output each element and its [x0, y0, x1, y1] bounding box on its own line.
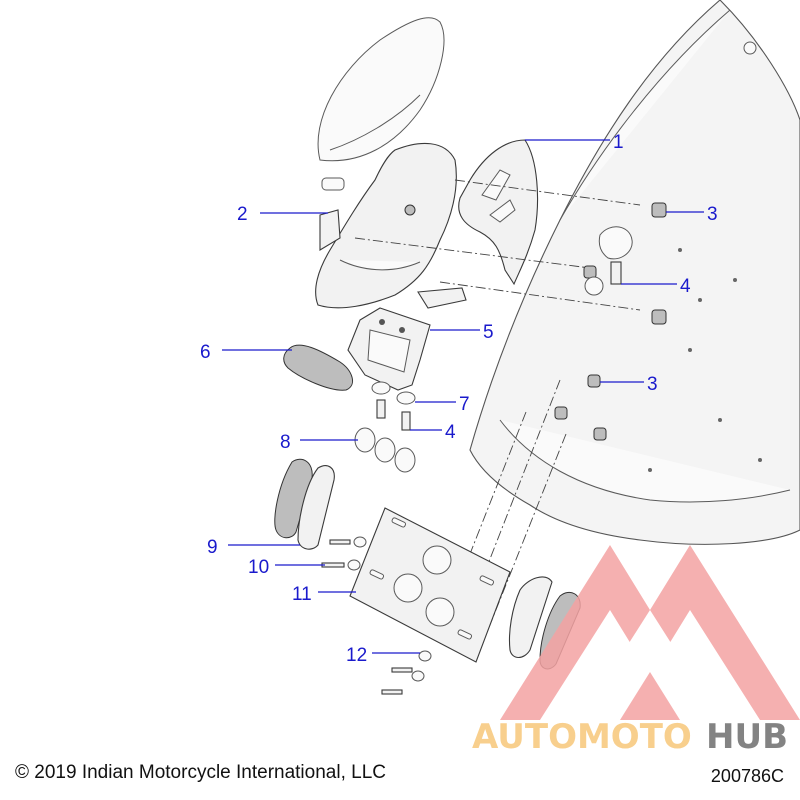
washers-bolts-middle	[371, 381, 416, 431]
rear-fender	[469, 0, 800, 545]
callout-1: 1	[613, 132, 624, 153]
copyright-notice: © 2019 Indian Motorcycle International, …	[15, 762, 386, 783]
callout-5: 5	[483, 322, 494, 343]
automotohub-watermark: AUTOMOTO HUB	[472, 545, 800, 757]
callouts: 1 2 3 4 5 6 3 7 4 8 9 10 11 12	[200, 132, 718, 666]
callout-3-upper: 3	[707, 204, 718, 225]
callout-4-upper: 4	[680, 276, 691, 297]
watermark-text-primary: AUTOMOTO	[472, 717, 692, 757]
nuts-upper	[583, 202, 667, 325]
callout-3-lower: 3	[647, 374, 658, 395]
license-bracket	[347, 307, 431, 391]
callout-7: 7	[459, 394, 470, 415]
callout-8: 8	[280, 432, 291, 453]
assembly-lines-upper	[354, 179, 641, 311]
callout-6: 6	[200, 342, 211, 363]
watermark-text-secondary: HUB	[706, 717, 788, 757]
license-plate-mount	[349, 507, 511, 663]
reflector-left	[274, 458, 335, 550]
tail-lamp-housing	[315, 142, 467, 309]
callout-4-lower: 4	[445, 422, 456, 443]
side-reflector	[283, 344, 354, 391]
drawing-number: 200786C	[710, 766, 784, 786]
screws-left	[321, 536, 367, 571]
callout-9: 9	[207, 537, 218, 558]
callout-12: 12	[346, 645, 367, 666]
grommets	[354, 427, 416, 473]
lamp-gasket	[458, 139, 539, 286]
callout-10: 10	[248, 557, 269, 578]
tail-lamp-lens	[317, 17, 445, 191]
callout-2: 2	[237, 204, 248, 225]
screws-bottom	[381, 650, 432, 695]
callout-11: 11	[292, 584, 312, 605]
